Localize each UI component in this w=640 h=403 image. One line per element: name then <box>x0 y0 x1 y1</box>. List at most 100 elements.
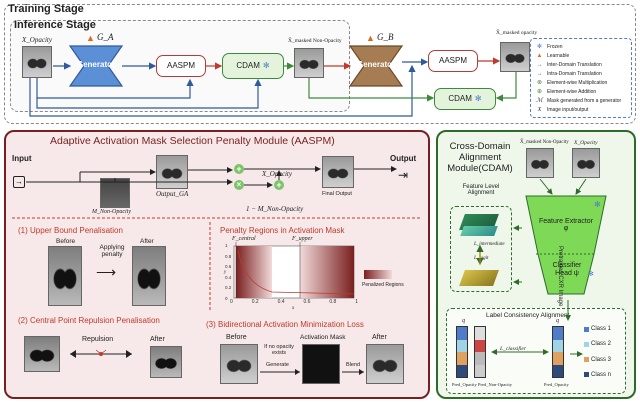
activation-mask-image <box>302 344 340 384</box>
x-tick: 0.8 <box>329 299 337 305</box>
label-consistency-title: Label Consistency Alignment <box>486 312 570 319</box>
x-tick: 0 <box>230 299 233 305</box>
output-icon: ⇥ <box>398 168 409 182</box>
snowflake-icon: ✻ <box>474 93 482 103</box>
flame-icon: ▲ <box>86 33 95 43</box>
training-stage-title: Training Stage <box>8 3 84 15</box>
input-icon: → <box>13 176 25 188</box>
cdam-box-top-right: CDAM ✻ <box>434 88 496 110</box>
class-item: Class 1 <box>584 326 624 332</box>
legend-item-learnable: ▲Learnable <box>536 52 570 59</box>
m-non-opacity-label: M_Non-Opacity <box>92 209 131 215</box>
repulsion-arrows <box>70 349 132 358</box>
y-tick: 0 <box>225 295 228 301</box>
repulsion-after-image <box>150 346 182 378</box>
masked-non-opacity-image <box>294 48 324 78</box>
feature-extractor-label: Feature Extractor φ <box>538 218 594 232</box>
legend-item-multiplication: ⊗Element-wise Multiplication <box>536 79 608 87</box>
y-tick-labels: 0 0.2 0.4 0.6 0.8 1 <box>225 243 231 301</box>
pred-non-opacity-vector <box>474 326 486 378</box>
penalty-curve <box>237 249 355 295</box>
training-stage-frame <box>4 4 636 124</box>
bidirectional-title: (3) Bidirectional Activation Minimizatio… <box>206 320 364 329</box>
legend-item-addition: ⊕Element-wise Addition <box>536 88 597 96</box>
flame-icon: ▲ <box>366 33 375 43</box>
output-ga-image <box>156 155 188 189</box>
applying-penalty-label: Applying penalty <box>99 244 125 258</box>
cdam-x-masked-label: X̂_masked Non-Opacity <box>520 140 569 145</box>
activation-mask-label: Activation Mask <box>300 334 346 341</box>
plus-icon: ⊕ <box>536 89 543 95</box>
generator-a-shape <box>68 45 124 87</box>
class-item: Class 3 <box>584 357 624 363</box>
snowflake-icon: ✻ <box>594 200 601 209</box>
bidirectional-after-image <box>366 344 404 384</box>
x-opacity-label: X_Opacity <box>22 36 52 44</box>
x-masked-non-opacity-label: X̂_masked Non-Opacity <box>288 38 342 44</box>
upper-bound-before-image <box>48 246 82 306</box>
aaspm-arrows <box>12 166 422 312</box>
pred-output-vector <box>552 326 564 378</box>
snowflake-icon: ✻ <box>536 44 543 50</box>
cdam-x-opacity-label: X_Opacity <box>574 140 598 146</box>
x-axis-label: x <box>292 306 295 311</box>
f-upper-label: F_upper <box>292 236 313 242</box>
right-arrow-icon: ⟶ <box>96 264 117 280</box>
upper-region <box>300 246 354 298</box>
if-no-opacity-label: If no opacity exists <box>264 344 294 356</box>
pred-non-opacity-label: Pred_Non-Opacity <box>478 382 512 387</box>
legend-item-intra-domain: →Intra-Domain Translation <box>536 70 602 77</box>
cdam-input-image-1 <box>526 148 554 178</box>
snowflake-icon: ✻ <box>262 60 270 70</box>
f-central-label: F_central <box>232 236 256 242</box>
class-item: Class n <box>584 372 624 378</box>
q-label-1: q <box>462 318 465 324</box>
mask-icon: ℳ <box>536 98 543 104</box>
x-tick-labels: 0 0.2 0.4 0.6 0.8 1 <box>230 299 358 305</box>
repulsion-before-image <box>24 336 60 372</box>
legend-item-frozen: ✻Frozen <box>536 43 563 51</box>
cdam-label: CDAM <box>448 93 472 103</box>
cdam-panel-title: Cross-Domain Alignment Module(CDAM) <box>447 141 513 174</box>
l-classifier-label: L_classifier <box>500 346 526 352</box>
inference-stage-title: Inference Stage <box>14 19 96 31</box>
central-region <box>236 246 272 298</box>
bidirectional-arrows <box>260 369 364 375</box>
feature-level-frame <box>450 206 512 292</box>
image-x-icon: X <box>537 106 542 113</box>
aaspm-box-top-left: AASPM <box>156 55 206 77</box>
q-label-2: q <box>556 318 559 324</box>
aaspm-box-top-right: AASPM <box>428 50 478 72</box>
upper-bound-title: (1) Upper Bound Penalisation <box>18 226 123 235</box>
classifier-shape <box>525 195 607 295</box>
generator-b-shape <box>348 45 404 87</box>
final-output-image <box>322 156 354 188</box>
class-item: Class 2 <box>584 341 624 347</box>
g-b-label: G_B <box>377 32 394 42</box>
feature-level-label: Feature Level Alignment <box>462 184 500 196</box>
before-label-3: Before <box>226 334 247 341</box>
input-xray-image <box>22 46 52 78</box>
x-tick: 0.2 <box>251 299 259 305</box>
class-list: Class 1 Class 2 Class 3 Class n <box>584 326 624 378</box>
upper-bound-after-image <box>132 246 166 306</box>
y-tick: 0.2 <box>225 285 232 291</box>
top-arrows <box>29 57 517 117</box>
legend-box: ✻Frozen ▲Learnable →Inter-Domain Transla… <box>530 38 632 118</box>
y-axis-label: y <box>224 270 227 275</box>
generator-a-label: Generator <box>76 60 116 69</box>
cdam-label: CDAM <box>236 60 260 70</box>
addition-node-right: + <box>274 180 284 190</box>
repulsion-label: Repulsion <box>82 336 114 343</box>
central-point-title: (2) Central Point Repulsion Penalisation <box>18 316 160 325</box>
pred-opacity-label-right: Pred_Opacity <box>544 382 569 387</box>
masked-opacity-image <box>500 42 530 72</box>
after-label-3: After <box>372 334 387 341</box>
y-tick: 0.6 <box>225 264 232 270</box>
cdam-box-top-left: CDAM ✻ <box>222 53 284 79</box>
multiply-icon: ⊗ <box>536 80 543 86</box>
legend-item-inter-domain: →Inter-Domain Translation <box>536 61 602 68</box>
y-tick: 1 <box>225 243 228 248</box>
